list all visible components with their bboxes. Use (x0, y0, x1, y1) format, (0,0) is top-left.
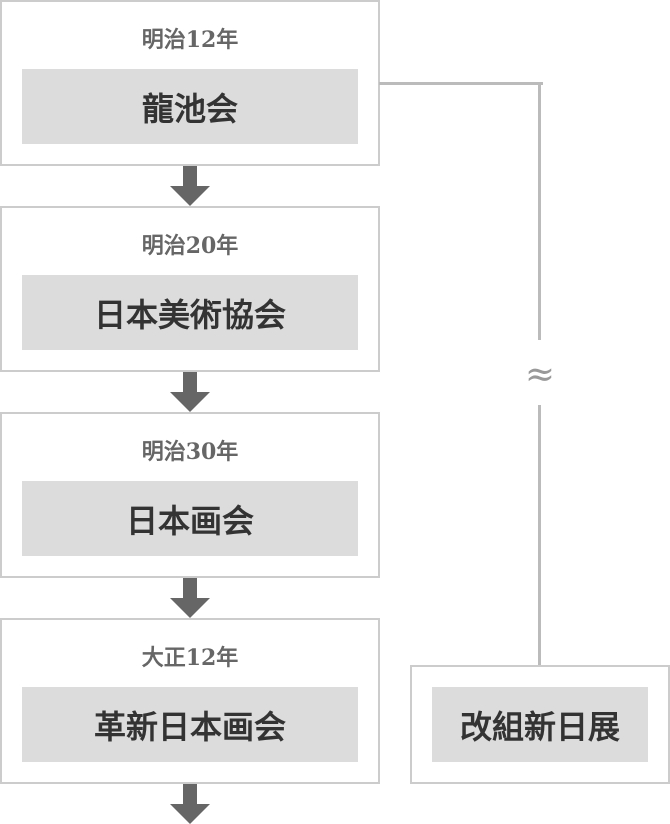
flow-step-2: 明治20年 日本美術協会 (0, 206, 380, 372)
down-arrow-icon (170, 166, 210, 206)
down-arrow-icon (170, 784, 210, 824)
step-name: 日本美術協会 (22, 275, 358, 350)
step-name: 革新日本画会 (22, 687, 358, 762)
step-name: 龍池会 (22, 69, 358, 144)
step-year: 明治20年 (141, 233, 239, 259)
flow-step-4: 大正12年 革新日本画会 (0, 618, 380, 784)
step-name: 日本画会 (22, 481, 358, 556)
connector-horizontal (379, 82, 543, 85)
step-year: 明治12年 (141, 27, 239, 53)
step-year: 明治30年 (141, 439, 239, 465)
branch-name: 改組新日展 (432, 687, 648, 762)
flow-step-3: 明治30年 日本画会 (0, 412, 380, 578)
flow-step-1: 明治12年 龍池会 (0, 0, 380, 166)
connector-vertical-upper (538, 82, 541, 340)
approx-break-icon: ≈ (524, 354, 556, 395)
down-arrow-icon (170, 578, 210, 618)
down-arrow-icon (170, 372, 210, 412)
connector-vertical-lower (538, 405, 541, 666)
branch-box: 改組新日展 (410, 665, 670, 784)
step-year: 大正12年 (141, 645, 239, 671)
